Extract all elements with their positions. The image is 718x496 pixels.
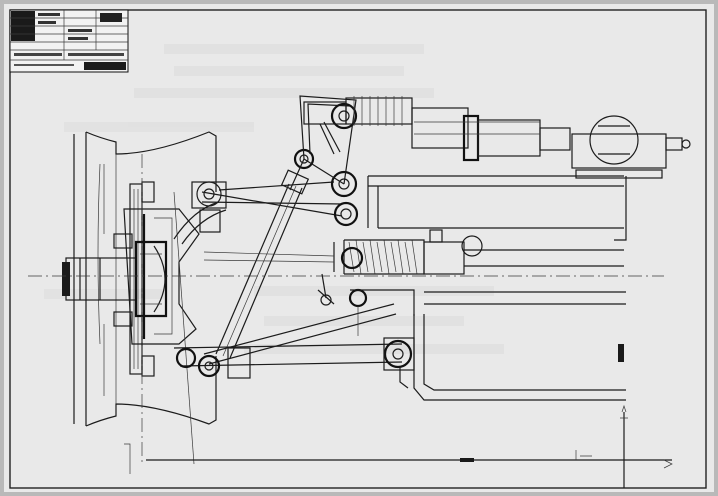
- diagonal-pushrod: [215, 169, 310, 359]
- show-through-texture: [44, 44, 504, 354]
- lower-inner-pivot: [348, 288, 415, 336]
- wheel-hub: [62, 240, 168, 318]
- construction-axes: [28, 154, 672, 465]
- title-block: [9, 9, 129, 73]
- upper-wishbone: [173, 181, 343, 245]
- steering-rack: [203, 229, 624, 275]
- drawing-sheet: [4, 4, 714, 492]
- damper-mount: [571, 115, 691, 179]
- damper-unit: [303, 96, 571, 162]
- lower-wishbone: [173, 303, 415, 389]
- chassis-frame: [367, 175, 627, 401]
- drawing-marks: [124, 404, 673, 488]
- upright-knuckle: [113, 208, 200, 345]
- suspension-drawing: [9, 9, 707, 489]
- wheel-rim: [73, 131, 217, 427]
- anti-roll-link: [317, 273, 335, 306]
- drawing-border: [9, 9, 707, 489]
- rocker-arm: [299, 95, 358, 185]
